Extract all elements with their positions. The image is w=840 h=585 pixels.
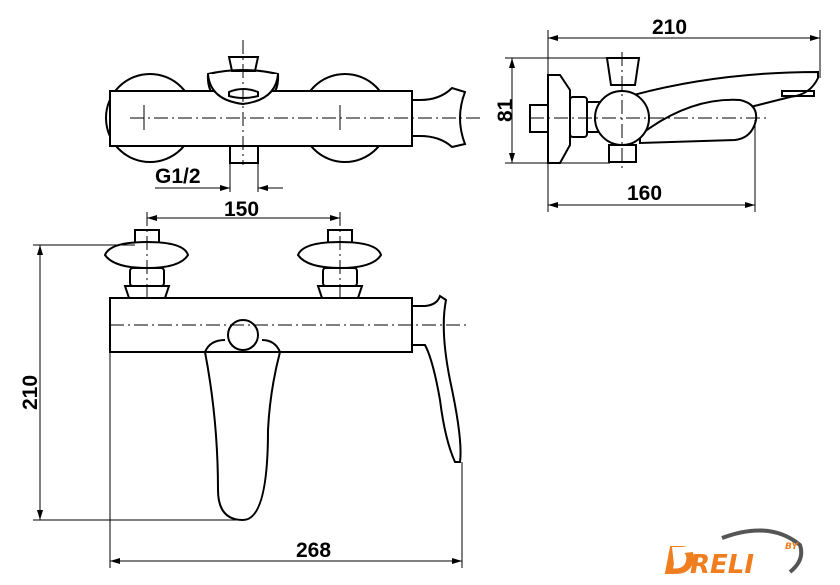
hex-nut: [569, 96, 588, 138]
dim-210-side: 210: [652, 16, 687, 39]
dim-160: 160: [627, 182, 662, 205]
side-knob: [605, 57, 641, 86]
svg-text:RELI: RELI: [690, 550, 754, 580]
diverter-knob: [227, 56, 260, 72]
svg-text:BY: BY: [785, 542, 799, 552]
dim-268: 268: [296, 539, 331, 562]
dim-81: 81: [494, 98, 517, 122]
side-lever: [639, 98, 758, 145]
front-view: 150 210 268: [19, 198, 470, 568]
wall-flange-side: [547, 74, 571, 164]
top-view: G1/2: [105, 40, 482, 192]
outlet-connector: [229, 145, 259, 164]
side-view: 210 160 81: [494, 16, 821, 212]
dim-210-front: 210: [19, 375, 42, 410]
thread-size-label: G1/2: [155, 165, 201, 188]
dreli-logo: D RELI BY: [664, 528, 804, 583]
front-handle: [411, 294, 462, 463]
outlet-hole: [227, 319, 259, 351]
top-handle: [411, 86, 467, 149]
front-lever: [203, 351, 282, 522]
dim-150: 150: [224, 198, 259, 221]
